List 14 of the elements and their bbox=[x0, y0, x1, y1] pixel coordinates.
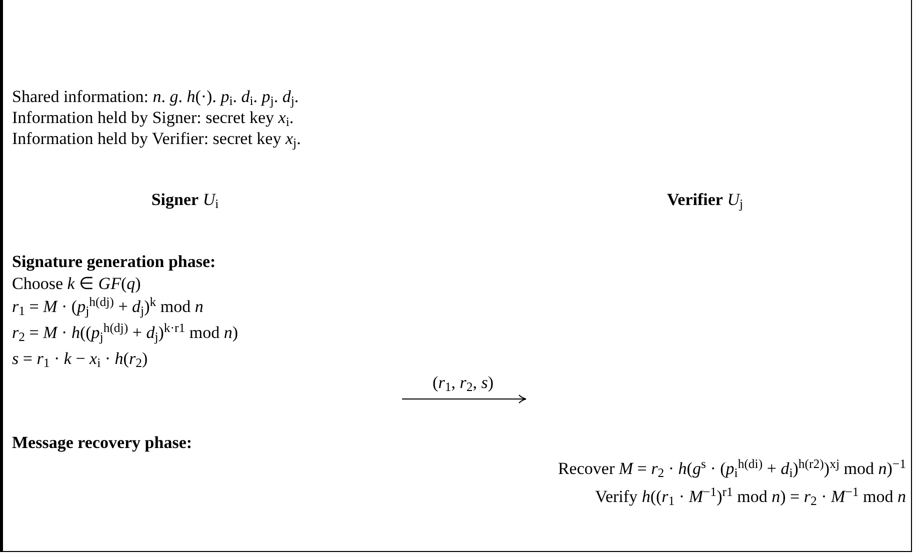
shared-information-text: Shared information: n. g. h(·). p$_{i}$. d$_{i}$. p$_{j}$. d$_{j}$. bbox=[12, 86, 299, 108]
verifier-information-text: Information held by Verifier: secret key x$_{j}$. bbox=[12, 128, 301, 150]
formula-text: r$_{2}$ = M · h((p$_{j}$$^{h(dj)}$ + d$_{j}$)$^{k·r1}$ mod n) bbox=[12, 322, 238, 344]
message-label: (r$_{1}$, r$_{2}$, s) bbox=[432, 372, 494, 394]
signer-heading: Signer U$_{i}$ bbox=[151, 189, 219, 211]
formula-text: r$_{1}$ = M · (p$_{j}$$^{h(dj)}$ + d$_{j}$)$^{k}$ mod n bbox=[12, 296, 204, 318]
phase-heading: Signature generation phase: bbox=[12, 251, 216, 273]
formula-text: Verify h((r$_{1}$ · M$^{−1}$)$^{r1}$ mod n) = r$_{2}$ · M$^{−1}$ mod n bbox=[595, 486, 906, 508]
formula-text: s = r$_{1}$ · k − x$_{i}$ · h(r$_{2}$) bbox=[12, 348, 148, 370]
formula-text: Choose k ∈ GF(q) bbox=[12, 273, 141, 295]
phase-heading: Message recovery phase: bbox=[12, 432, 192, 454]
verifier-heading: Verifier U$_{j}$ bbox=[666, 189, 744, 211]
signer-information-text: Information held by Signer: secret key x$_{i}$. bbox=[12, 108, 294, 129]
formula-text: Recover M = r$_{2}$ · h(g$^{s}$ · (p$_{i}$$^{h(di)}$ + d$_{i}$)$^{h(r2)}$)$^{xj}$ mod n)$^{−1}$ bbox=[558, 458, 906, 480]
